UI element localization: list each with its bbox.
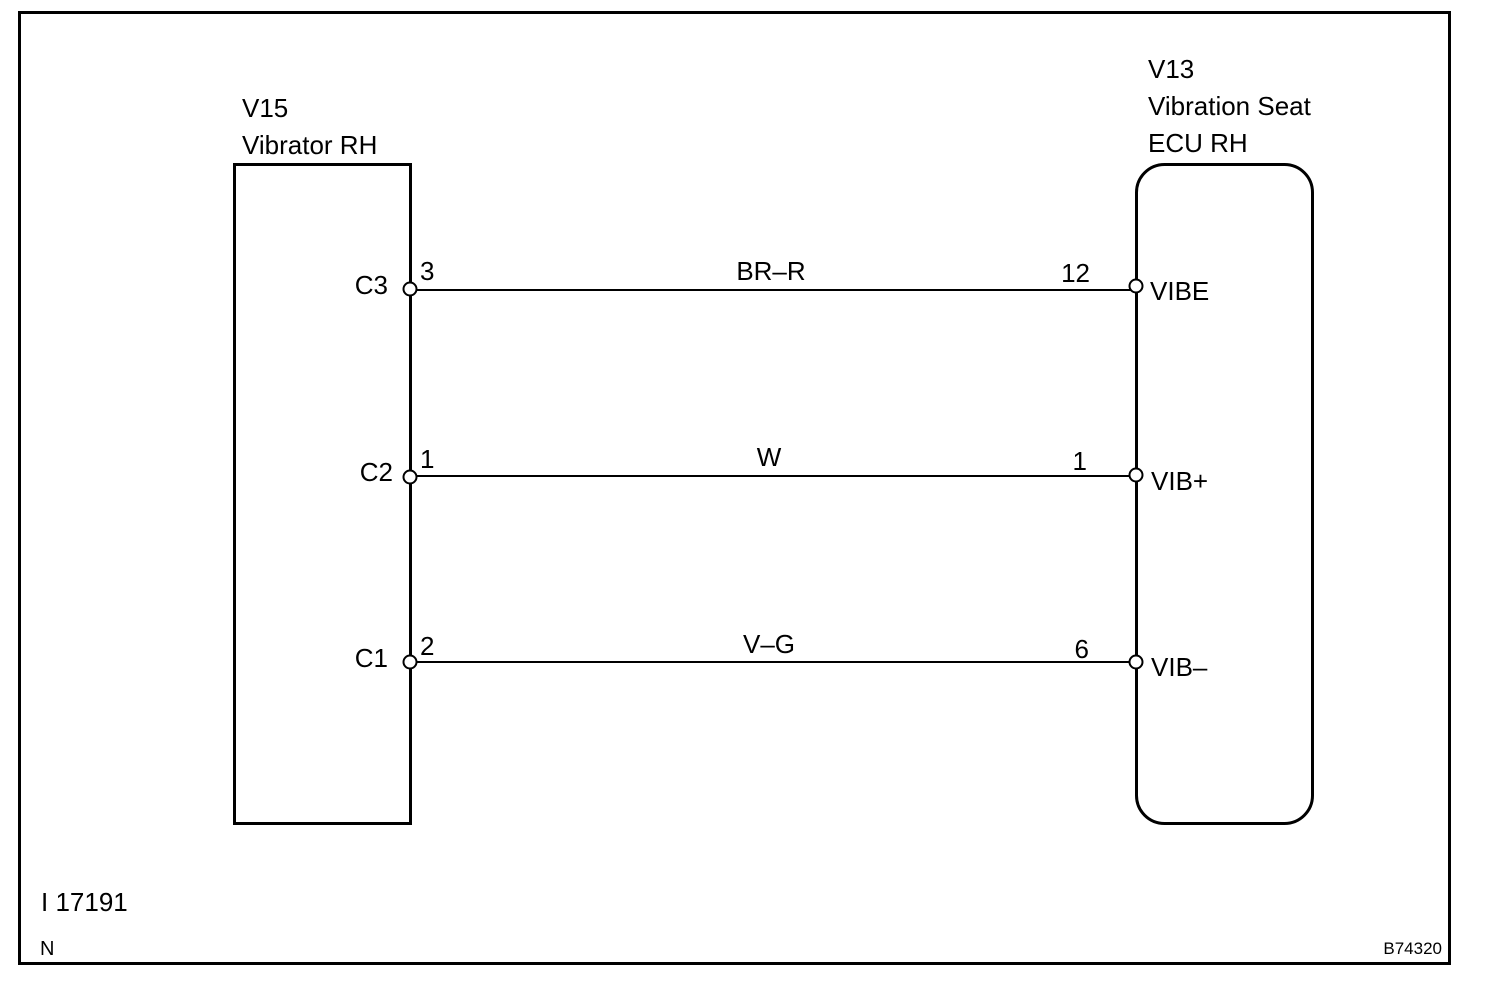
left-pin-number: 3 xyxy=(420,256,434,286)
wire-color-code: W xyxy=(757,442,782,472)
wire-vib-minus: C1 2 V–G 6 VIB– xyxy=(355,629,1208,682)
left-pin-number: 2 xyxy=(420,631,434,661)
diagram-frame xyxy=(18,11,1451,965)
right-pin-connector xyxy=(1128,467,1144,483)
ecu-name-line1: Vibration Seat xyxy=(1148,91,1312,121)
right-pin-number: 6 xyxy=(1075,634,1089,664)
right-terminal-label: VIB– xyxy=(1151,652,1208,682)
right-terminal-label: VIB+ xyxy=(1151,466,1208,496)
left-terminal-label: C2 xyxy=(360,457,393,487)
left-pin-connector xyxy=(402,281,418,297)
ecu-code-label: V13 xyxy=(1148,54,1194,84)
left-pin-connector xyxy=(402,469,418,485)
figure-id: I 17191 xyxy=(41,887,128,917)
right-pin-number: 1 xyxy=(1073,446,1087,476)
wire-vibe: C3 3 BR–R 12 VIBE xyxy=(355,256,1210,306)
right-pin-connector xyxy=(1128,278,1144,294)
vibration-seat-ecu-box xyxy=(1135,163,1314,825)
right-terminal-label: VIBE xyxy=(1150,276,1209,306)
vibrator-rh-box xyxy=(233,163,412,825)
right-pin-connector xyxy=(1128,654,1144,670)
vibrator-code-label: V15 xyxy=(242,93,288,123)
wire-color-code: V–G xyxy=(743,629,795,659)
wire-vib-plus: C2 1 W 1 VIB+ xyxy=(360,442,1208,496)
left-pin-number: 1 xyxy=(420,444,434,474)
wire-color-code: BR–R xyxy=(736,256,805,286)
left-terminal-label: C1 xyxy=(355,643,388,673)
right-pin-number: 12 xyxy=(1061,258,1090,288)
left-pin-connector xyxy=(402,654,418,670)
vibrator-name-label: Vibrator RH xyxy=(242,130,377,160)
ecu-name-line2: ECU RH xyxy=(1148,128,1248,158)
region-letter: N xyxy=(40,938,54,960)
drawing-number: B74320 xyxy=(1383,939,1442,958)
left-terminal-label: C3 xyxy=(355,270,388,300)
